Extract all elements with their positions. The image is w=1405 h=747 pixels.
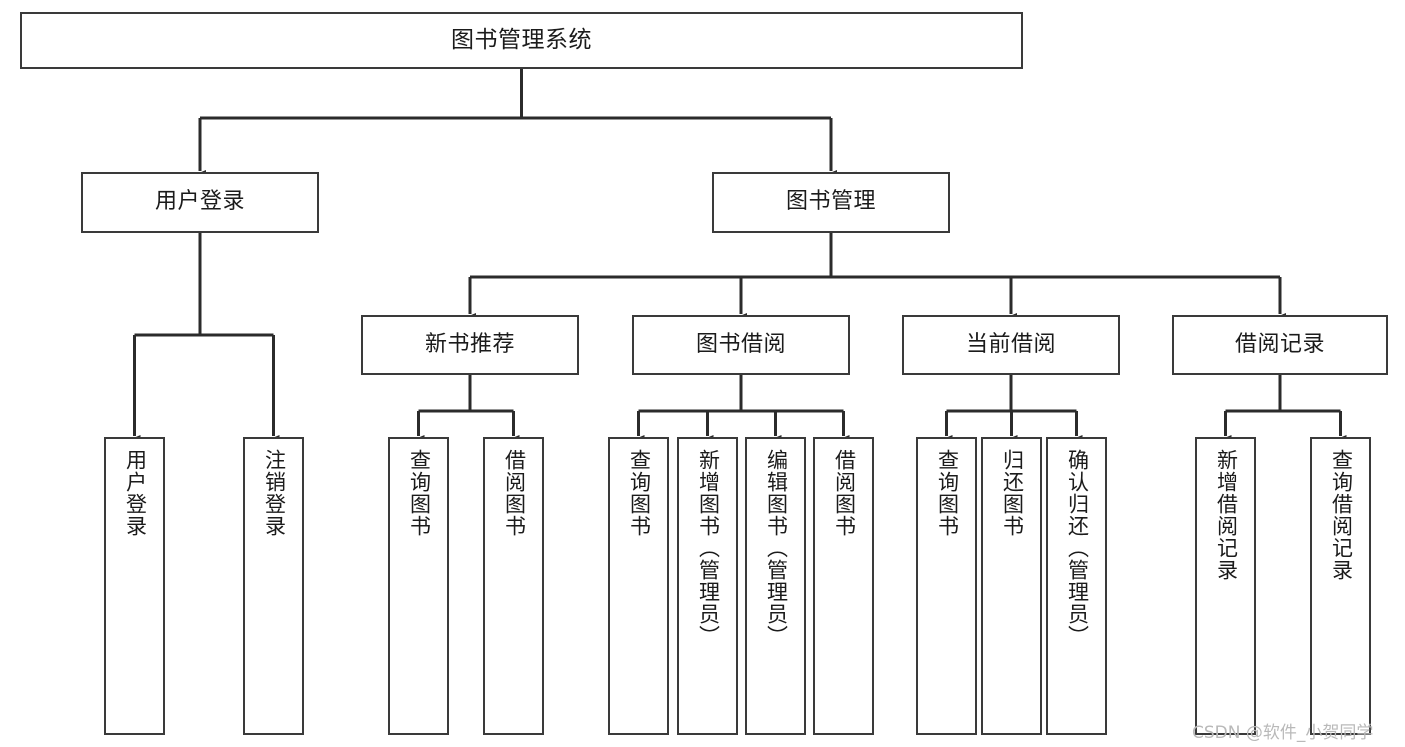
node-leaf-add-book[interactable]: 新增图书（管理员） xyxy=(677,437,738,735)
node-leaf-query-record[interactable]: 查询借阅记录 xyxy=(1310,437,1371,735)
node-borrow-record[interactable]: 借阅记录 xyxy=(1172,315,1388,375)
node-label: 新增借阅记录 xyxy=(1214,449,1239,581)
node-leaf-return-book[interactable]: 归还图书 xyxy=(981,437,1042,735)
node-label: 新书推荐 xyxy=(424,331,515,357)
node-label: 图书管理 xyxy=(785,189,876,215)
node-label: 查询图书 xyxy=(935,449,960,537)
node-leaf-query-book-3[interactable]: 查询图书 xyxy=(916,437,977,735)
node-label: 查询图书 xyxy=(627,449,652,537)
node-label: 图书管理系统 xyxy=(451,26,592,53)
node-label: 用户登录 xyxy=(154,189,245,215)
node-leaf-user-login[interactable]: 用户登录 xyxy=(104,437,165,735)
node-leaf-borrow-book-1[interactable]: 借阅图书 xyxy=(483,437,544,735)
node-label: 新增图书（管理员） xyxy=(696,449,721,647)
node-book-borrow[interactable]: 图书借阅 xyxy=(632,315,850,375)
node-label: 查询借阅记录 xyxy=(1329,449,1354,581)
node-leaf-borrow-book-2[interactable]: 借阅图书 xyxy=(813,437,874,735)
node-label: 借阅图书 xyxy=(832,449,857,537)
node-label: 查询图书 xyxy=(407,449,432,537)
node-label: 借阅记录 xyxy=(1234,331,1325,357)
node-label: 确认归还（管理员） xyxy=(1065,449,1090,647)
node-new-book-rec[interactable]: 新书推荐 xyxy=(361,315,579,375)
node-root[interactable]: 图书管理系统 xyxy=(20,12,1023,69)
node-leaf-query-book-2[interactable]: 查询图书 xyxy=(608,437,669,735)
node-label: 归还图书 xyxy=(1000,449,1025,537)
node-label: 借阅图书 xyxy=(502,449,527,537)
node-label: 用户登录 xyxy=(123,449,148,537)
node-label: 注销登录 xyxy=(262,449,287,537)
node-label: 图书借阅 xyxy=(695,331,786,357)
node-book-manage[interactable]: 图书管理 xyxy=(712,172,950,233)
node-leaf-add-record[interactable]: 新增借阅记录 xyxy=(1195,437,1256,735)
connector-lines xyxy=(128,69,1347,445)
node-leaf-user-logout[interactable]: 注销登录 xyxy=(243,437,304,735)
node-leaf-edit-book[interactable]: 编辑图书（管理员） xyxy=(745,437,806,735)
node-leaf-confirm-return[interactable]: 确认归还（管理员） xyxy=(1046,437,1107,735)
node-user-login[interactable]: 用户登录 xyxy=(81,172,319,233)
node-leaf-query-book-1[interactable]: 查询图书 xyxy=(388,437,449,735)
node-current-borrow[interactable]: 当前借阅 xyxy=(902,315,1120,375)
csdn-watermark: CSDN @软件_小贺同学 xyxy=(1192,723,1374,743)
node-label: 编辑图书（管理员） xyxy=(764,449,789,647)
node-label: 当前借阅 xyxy=(965,331,1056,357)
